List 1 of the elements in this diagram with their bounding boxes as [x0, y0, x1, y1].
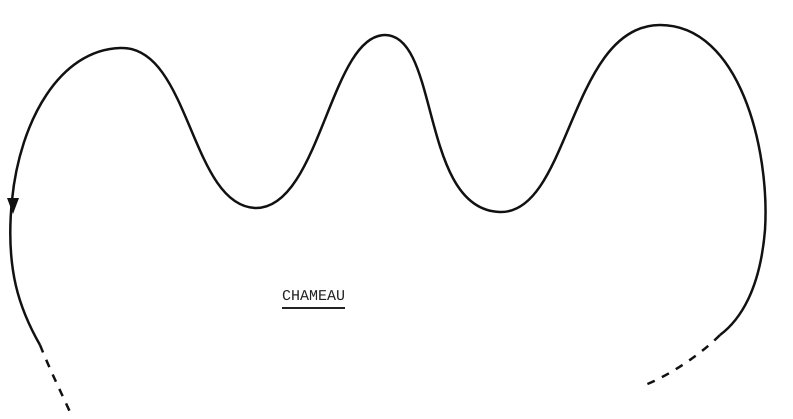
curve-label: CHAMEAU: [282, 288, 346, 305]
